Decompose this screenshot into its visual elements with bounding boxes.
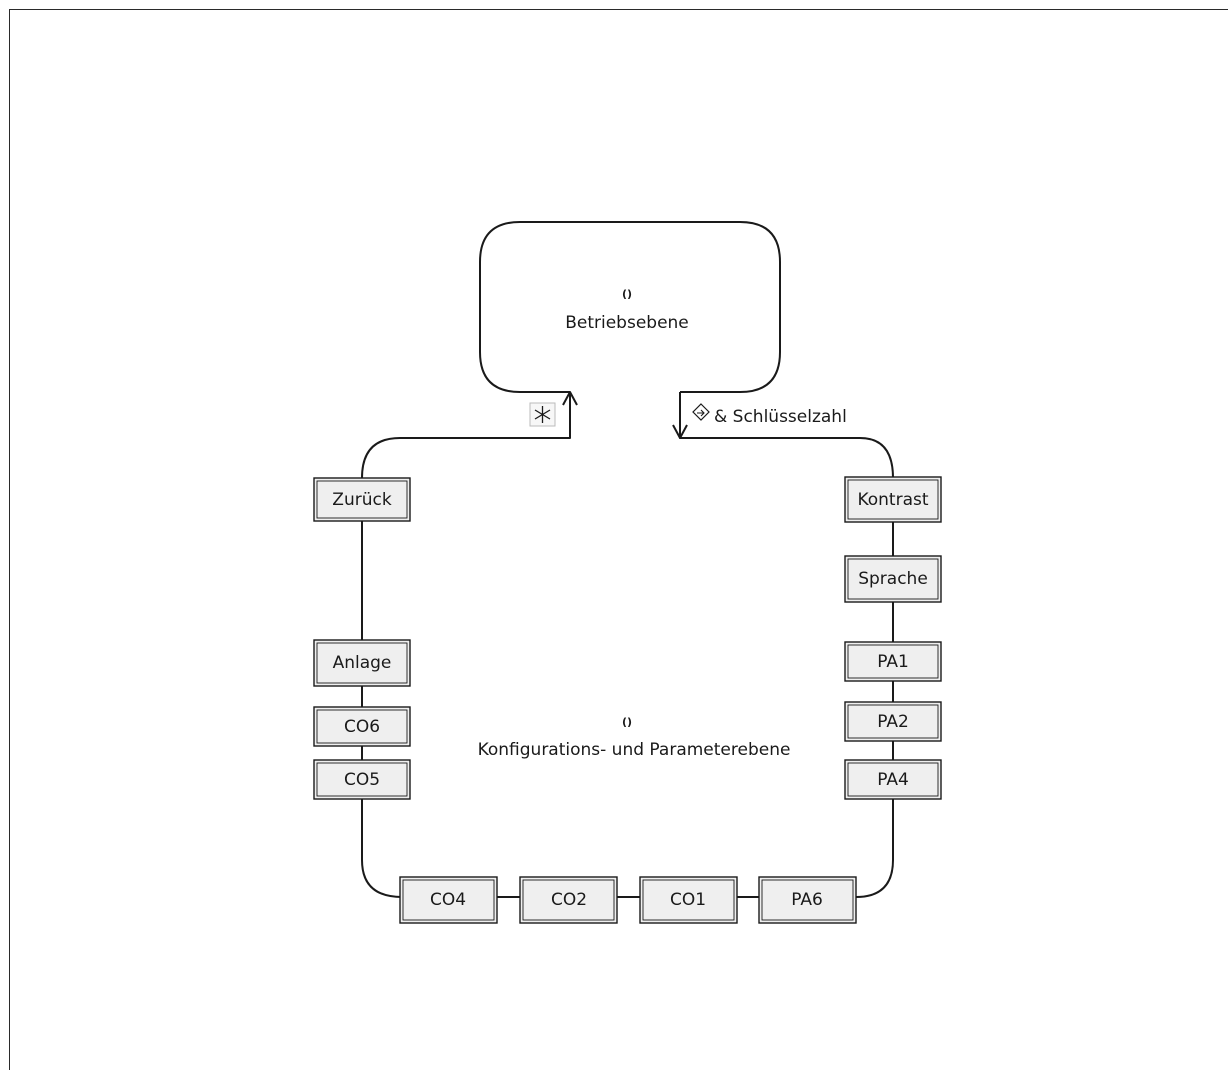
menu-node-co4[interactable]: CO4 — [399, 876, 498, 924]
exit-arrowhead — [562, 391, 578, 406]
svg-text:Zurück: Zurück — [332, 490, 392, 510]
menu-node-anlage[interactable]: Anlage — [313, 639, 411, 687]
svg-text:Kontrast: Kontrast — [857, 490, 928, 510]
svg-text:PA4: PA4 — [877, 770, 909, 790]
menu-node-pa2[interactable]: PA2 — [844, 701, 942, 742]
config-level-label: Konfigurations- und Parameterebene — [478, 740, 791, 760]
operating-level-marker: () — [622, 288, 632, 301]
svg-text:PA2: PA2 — [877, 712, 909, 732]
menu-node-co5[interactable]: CO5 — [313, 759, 411, 800]
asterisk-icon — [529, 402, 556, 427]
operating-level-box — [479, 221, 781, 393]
loop-left-top — [361, 392, 571, 479]
menu-node-kontrast[interactable]: Kontrast — [844, 476, 942, 523]
svg-text:CO1: CO1 — [670, 890, 706, 910]
svg-text:CO2: CO2 — [551, 890, 587, 910]
svg-text:PA1: PA1 — [877, 652, 909, 672]
menu-node-pa6[interactable]: PA6 — [758, 876, 857, 924]
config-level-marker: () — [622, 716, 632, 729]
enter-key-icon — [692, 403, 710, 421]
menu-node-co6[interactable]: CO6 — [313, 706, 411, 747]
svg-text:CO5: CO5 — [344, 770, 380, 790]
entry-arrowhead — [672, 424, 688, 439]
menu-node-co1[interactable]: CO1 — [639, 876, 738, 924]
svg-text:Sprache: Sprache — [858, 569, 928, 589]
menu-node-pa4[interactable]: PA4 — [844, 759, 942, 800]
menu-node-sprache[interactable]: Sprache — [844, 555, 942, 603]
diagram-frame — [9, 9, 1228, 1070]
loop-right-top — [679, 392, 894, 479]
svg-text:CO4: CO4 — [430, 890, 466, 910]
svg-text:PA6: PA6 — [791, 890, 823, 910]
svg-text:Anlage: Anlage — [333, 653, 392, 673]
svg-text:CO6: CO6 — [344, 717, 380, 737]
loop-left-column — [361, 478, 403, 898]
entry-arrow-label: & Schlüsselzahl — [714, 407, 847, 427]
loop-right-column — [855, 478, 894, 898]
menu-node-pa1[interactable]: PA1 — [844, 641, 942, 682]
operating-level-label: Betriebsebene — [565, 313, 689, 333]
menu-node-zurueck[interactable]: Zurück — [313, 477, 411, 522]
menu-node-co2[interactable]: CO2 — [519, 876, 618, 924]
